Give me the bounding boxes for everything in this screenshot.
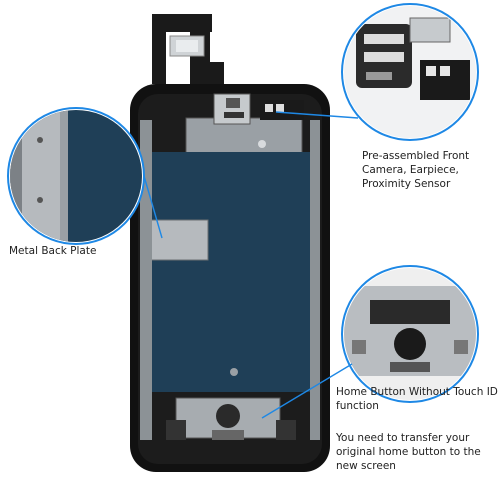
callout-home-button: Home Button Without Touch ID function [336, 386, 498, 412]
lcd-back-panel [150, 152, 314, 392]
callout-back-plate: Metal Back Plate [9, 245, 97, 257]
callout-front-camera: Pre-assembled Front Camera, Earpiece, Pr… [362, 150, 470, 190]
zoom-back-plate [7, 107, 163, 245]
zoom-front-camera [275, 3, 479, 141]
callout-transfer-note: You need to transfer your original home … [336, 432, 481, 472]
home-button-bracket [166, 397, 296, 440]
zoom-home-button [261, 265, 479, 419]
top-bracket [185, 93, 304, 159]
